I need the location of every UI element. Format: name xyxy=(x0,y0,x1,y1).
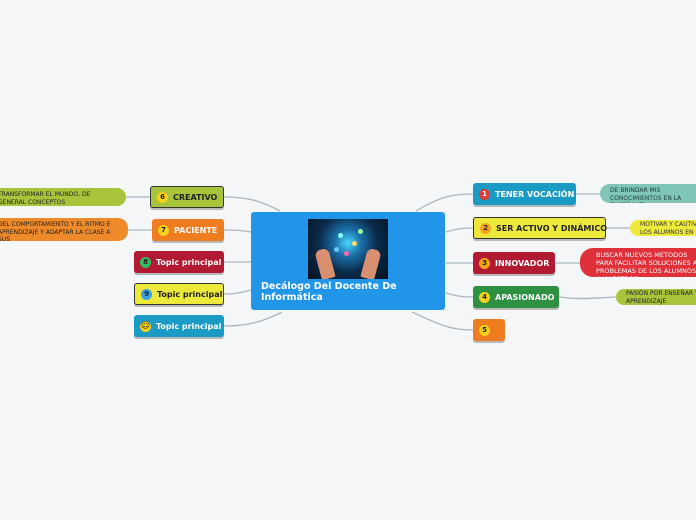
topic-principal-8[interactable]: 8 Topic principal xyxy=(134,251,224,273)
subtopic-buscar-metodos[interactable]: BUSCAR NUEVOS METODOS PARA FACILITAR SOL… xyxy=(580,248,696,277)
glow-dot xyxy=(352,241,357,246)
topic-tener-vocacion[interactable]: 1 TENER VOCACIÓN xyxy=(473,183,576,205)
number-4-icon: 4 xyxy=(479,291,490,303)
glow-dot xyxy=(358,229,363,234)
subtopic-pasion-ensenar[interactable]: PASIÓN POR ENSEÑAR Y APRENDIZAJE xyxy=(616,289,696,305)
glow-dot xyxy=(338,233,343,238)
technology-hands-image xyxy=(308,219,388,279)
glow-dot xyxy=(334,247,339,252)
topic-label: TENER VOCACIÓN xyxy=(495,189,575,199)
topic-label: Topic principal xyxy=(156,321,222,331)
smiley-icon: ☺ xyxy=(140,320,151,332)
number-2-icon: 2 xyxy=(480,222,491,234)
right-hand-shape xyxy=(360,247,382,279)
link-5 xyxy=(411,311,474,331)
number-3-icon: 3 xyxy=(479,257,490,269)
topic-creativo[interactable]: 6 CREATIVO xyxy=(150,186,224,208)
number-6-icon: 6 xyxy=(157,191,168,203)
link-10 xyxy=(223,311,283,327)
topic-label: PACIENTE xyxy=(174,225,218,235)
number-7-icon: 7 xyxy=(158,224,169,236)
topic-label: APASIONADO xyxy=(495,292,555,302)
link-2 xyxy=(445,227,474,233)
subtopic-transformar-mundo[interactable]: TRANSFORMAR EL MUNDO, DE GENERAL CONCEPT… xyxy=(0,188,126,206)
subtopic-motivar-cautivar[interactable]: MOTIVAR Y CAUTIVAR A LOS ALUMNOS EN LA E… xyxy=(630,220,696,236)
subtopic-comportamiento-ritmo[interactable]: DEL COMPORTAMIENTO Y EL RITMO E APRENDIZ… xyxy=(0,218,128,241)
topic-principal-9[interactable]: 9 Topic principal xyxy=(134,283,224,305)
topic-innovador[interactable]: 3 INNOVADOR xyxy=(473,252,555,274)
topic-principal-10[interactable]: ☺ Topic principal xyxy=(134,315,224,337)
link-7 xyxy=(223,229,252,233)
link-9 xyxy=(223,289,252,295)
topic-paciente[interactable]: 7 PACIENTE xyxy=(152,219,224,241)
topic-label: Topic principal xyxy=(157,289,223,299)
number-1-icon: 1 xyxy=(479,188,490,200)
sublink-4 xyxy=(558,296,617,300)
topic-label: Topic principal xyxy=(156,257,222,267)
glow-dot xyxy=(344,251,349,256)
link-1 xyxy=(415,193,475,212)
link-4 xyxy=(445,292,474,298)
central-topic[interactable]: Decálogo Del Docente De Informática xyxy=(251,212,445,310)
central-title: Decálogo Del Docente De Informática xyxy=(261,281,397,303)
subtopic-brindar-conocimientos[interactable]: DE BRINDAR MIS CONOCIMIENTOS EN LA ENSEÑ… xyxy=(600,184,696,203)
link-6 xyxy=(223,196,281,212)
topic-apasionado[interactable]: 4 APASIONADO xyxy=(473,286,559,308)
number-9-icon: 9 xyxy=(141,288,152,300)
number-8-icon: 8 xyxy=(140,256,151,268)
topic-ser-activo[interactable]: 2 SER ACTIVO Y DINÁMICO xyxy=(473,217,607,239)
topic-5[interactable]: 5 xyxy=(473,319,505,341)
number-5-icon: 5 xyxy=(479,324,490,336)
topic-label: CREATIVO xyxy=(173,192,218,202)
topic-label: INNOVADOR xyxy=(495,258,550,268)
topic-label: SER ACTIVO Y DINÁMICO xyxy=(496,223,607,233)
left-hand-shape xyxy=(314,247,336,279)
